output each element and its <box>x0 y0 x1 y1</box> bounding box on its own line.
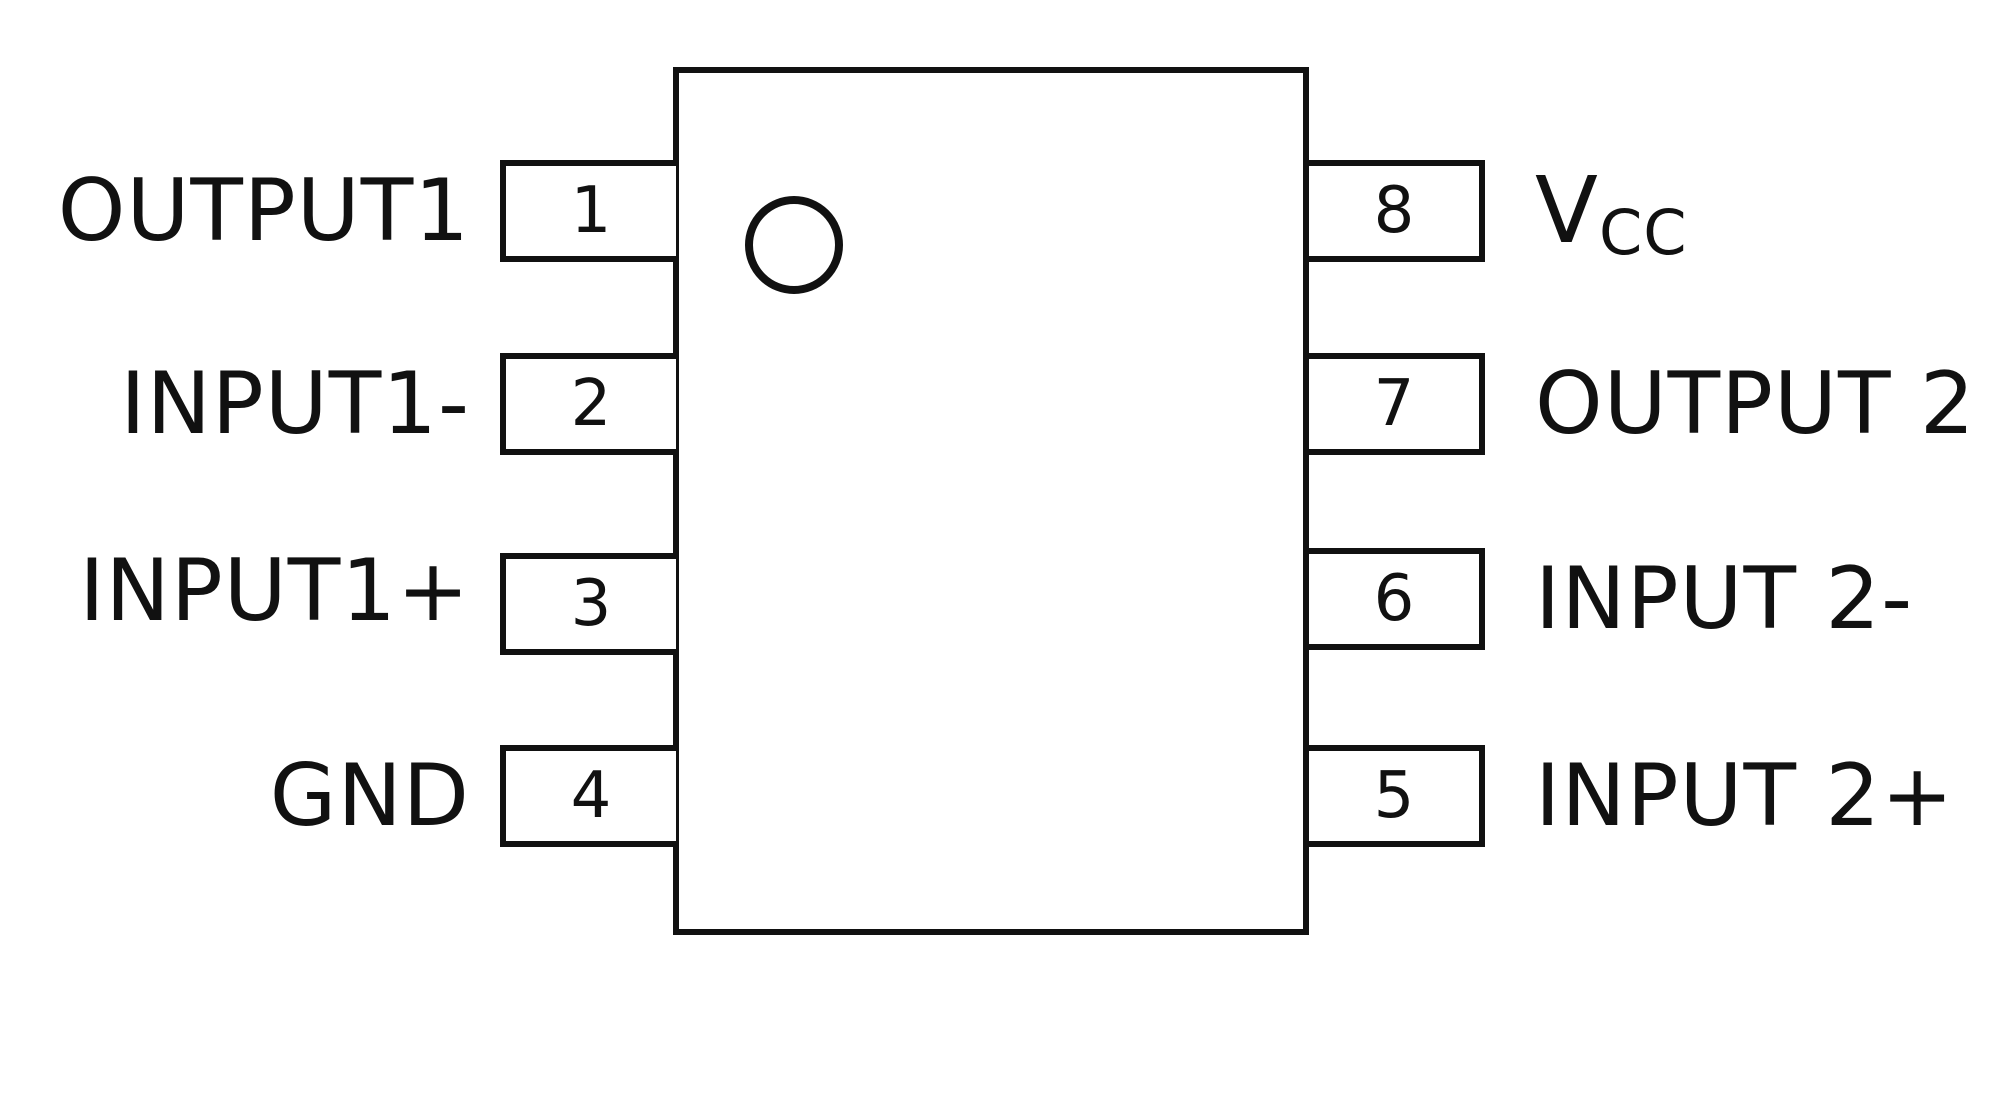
pin-7: 7 <box>1309 353 1485 455</box>
pin-6: 6 <box>1309 548 1485 650</box>
pin-1-number: 1 <box>570 174 612 248</box>
pin-2-label: INPUT1- <box>120 354 470 454</box>
pin-1-label: OUTPUT1 <box>57 161 470 261</box>
pin-8-label-sub: CC <box>1598 196 1688 269</box>
ic-package-body <box>673 67 1309 935</box>
pin-8-label-main: V <box>1535 157 1599 264</box>
pin1-orientation-notch-icon <box>745 196 843 294</box>
pin-5-label: INPUT 2+ <box>1535 746 1955 846</box>
pin-5: 5 <box>1309 745 1485 847</box>
pin-1: 1 <box>500 160 676 262</box>
pin-4-label: GND <box>269 746 470 846</box>
pin-2: 2 <box>500 353 676 455</box>
pin-8-number: 8 <box>1373 174 1415 248</box>
pin-5-number: 5 <box>1373 759 1415 833</box>
pin-3-number: 3 <box>570 567 612 641</box>
pin-4: 4 <box>500 745 676 847</box>
pin-6-number: 6 <box>1373 562 1415 636</box>
pin-7-number: 7 <box>1373 367 1415 441</box>
pin-8: 8 <box>1309 160 1485 262</box>
pin-6-label: INPUT 2- <box>1535 549 1914 649</box>
pin-4-number: 4 <box>570 759 612 833</box>
pin-7-label: OUTPUT 2 <box>1535 354 1976 454</box>
pin-2-number: 2 <box>570 367 612 441</box>
pin-3-label: INPUT1+ <box>79 541 470 641</box>
pin-3: 3 <box>500 553 676 655</box>
